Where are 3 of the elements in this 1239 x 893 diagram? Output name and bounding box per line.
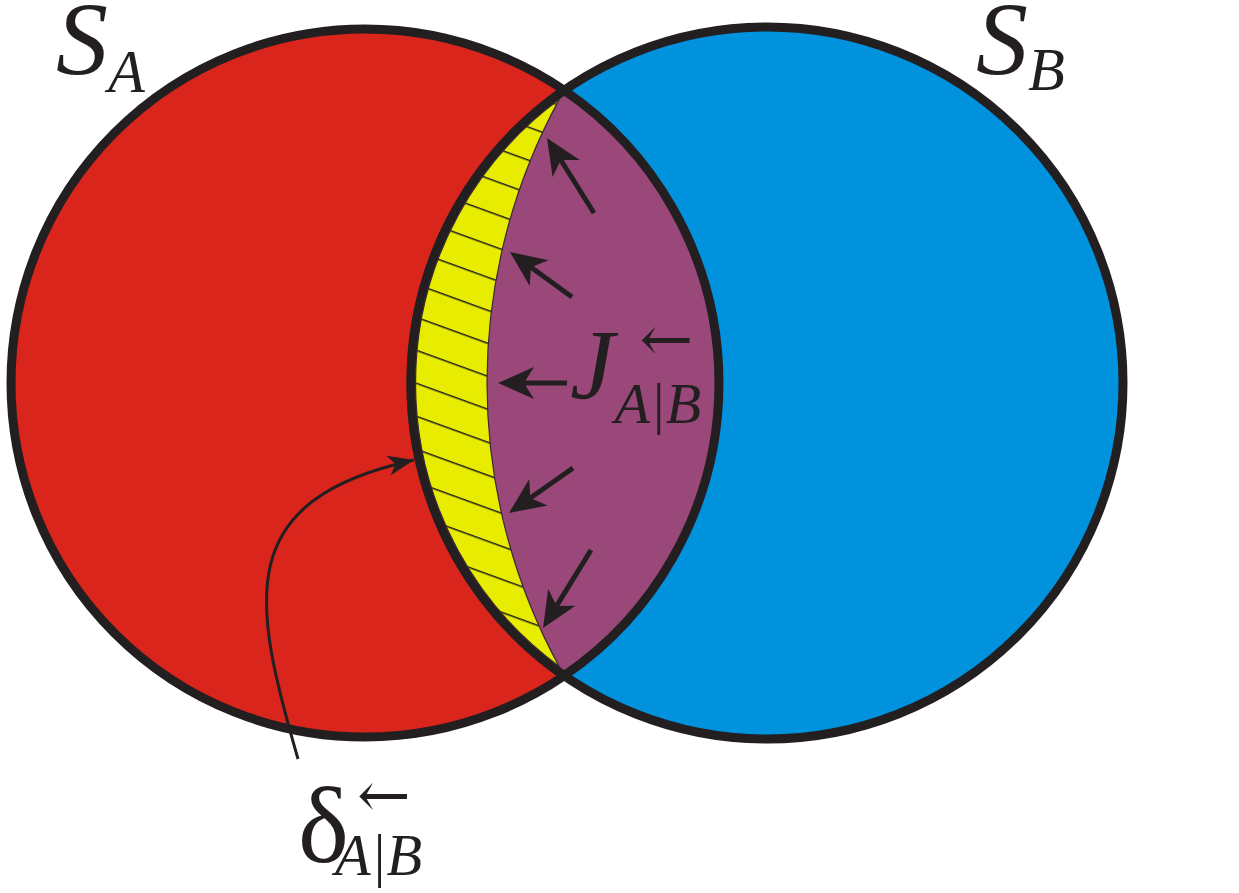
set-label: S$_{A}$ — [55, 0, 146, 95]
leader-line — [265, 457, 415, 760]
set-label: S$_{B}$ — [975, 0, 1066, 93]
